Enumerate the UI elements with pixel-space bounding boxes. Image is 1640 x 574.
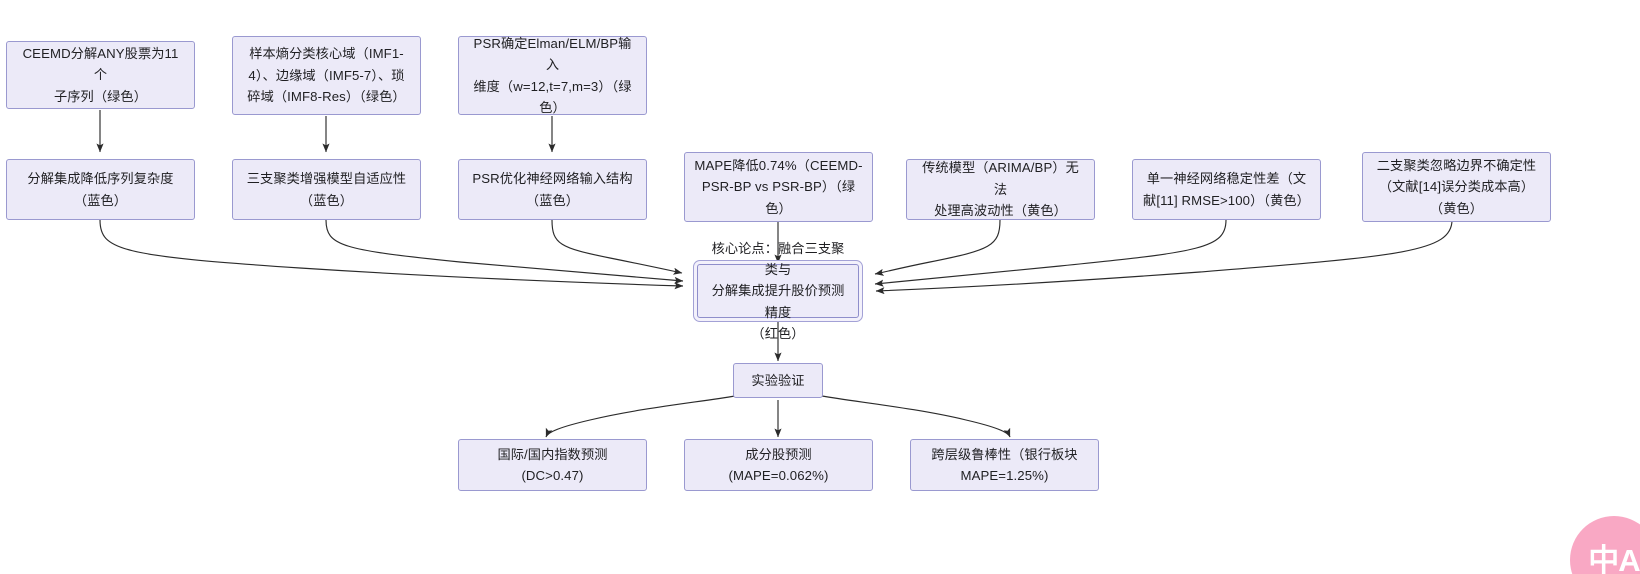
node-two-way-cluster[interactable]: 二支聚类忽略边界不确定性 （文献[14]误分类成本高） （黄色） bbox=[1362, 152, 1551, 222]
node-label: 三支聚类增强模型自适应性 （蓝色） bbox=[246, 171, 407, 208]
node-sample-entropy[interactable]: 样本熵分类核心域（IMF1- 4）、边缘域（IMF5-7）、琐 碎域（IMF8-… bbox=[232, 36, 421, 115]
node-label: 样本熵分类核心域（IMF1- 4）、边缘域（IMF5-7）、琐 碎域（IMF8-… bbox=[247, 46, 406, 105]
watermark-badge: 中A bbox=[1570, 516, 1640, 574]
node-label: 成分股预测 (MAPE=0.062%) bbox=[728, 446, 829, 483]
node-experiment[interactable]: 实验验证 bbox=[733, 363, 823, 398]
node-label: PSR优化神经网络输入结构 （蓝色） bbox=[472, 171, 633, 208]
edge-experiment-to-robust bbox=[821, 395, 1011, 438]
node-label: 二支聚类忽略边界不确定性 （文献[14]误分类成本高） （黄色） bbox=[1376, 157, 1537, 216]
edge-complexity-to-core bbox=[99, 219, 684, 290]
node-label: 分解集成降低序列复杂度 （蓝色） bbox=[27, 171, 174, 208]
edge-traditional-to-core bbox=[874, 219, 1001, 276]
node-decomp-complexity[interactable]: 分解集成降低序列复杂度 （蓝色） bbox=[6, 159, 195, 220]
edge-twoway-to-core bbox=[875, 219, 1453, 295]
watermark-label: 中A bbox=[1588, 542, 1640, 574]
node-psr-optimize[interactable]: PSR优化神经网络输入结构 （蓝色） bbox=[458, 159, 647, 220]
node-cross-level-robust[interactable]: 跨层级鲁棒性（银行板块 MAPE=1.25%) bbox=[910, 439, 1099, 491]
node-single-nn[interactable]: 单一神经网络稳定性差（文 献[11] RMSE>100）（黄色） bbox=[1132, 159, 1321, 220]
edge-experiment-to-index bbox=[545, 395, 736, 438]
node-index-forecast[interactable]: 国际/国内指数预测 (DC>0.47) bbox=[458, 439, 647, 491]
node-label: 核心论点：融合三支聚类与 分解集成提升股价预测精度 （红色） bbox=[711, 240, 845, 342]
edge-single-nn-to-core bbox=[874, 219, 1227, 287]
edge-adaptive-to-core bbox=[325, 219, 684, 284]
node-label: PSR确定Elman/ELM/BP输入 维度（w=12,t=7,m=3）（绿 色… bbox=[473, 35, 632, 115]
node-label: 实验验证 bbox=[751, 372, 805, 388]
node-ceemd-decompose[interactable]: CEEMD分解ANY股票为11个 子序列（绿色） bbox=[6, 41, 195, 109]
node-constituent-forecast[interactable]: 成分股预测 (MAPE=0.062%) bbox=[684, 439, 873, 491]
edge-optimize-to-core bbox=[551, 219, 683, 275]
node-traditional-models[interactable]: 传统模型（ARIMA/BP）无法 处理高波动性（黄色） bbox=[906, 159, 1095, 220]
node-mape-drop[interactable]: MAPE降低0.74%（CEEMD- PSR-BP vs PSR-BP）（绿 色… bbox=[684, 152, 873, 222]
node-three-way-adaptive[interactable]: 三支聚类增强模型自适应性 （蓝色） bbox=[232, 159, 421, 220]
node-label: MAPE降低0.74%（CEEMD- PSR-BP vs PSR-BP）（绿 色… bbox=[694, 157, 863, 216]
node-label: 传统模型（ARIMA/BP）无法 处理高波动性（黄色） bbox=[922, 160, 1079, 219]
node-label: 单一神经网络稳定性差（文 献[11] RMSE>100）（黄色） bbox=[1143, 171, 1310, 208]
node-label: CEEMD分解ANY股票为11个 子序列（绿色） bbox=[22, 45, 179, 104]
node-label: 跨层级鲁棒性（银行板块 MAPE=1.25%) bbox=[931, 446, 1078, 483]
node-label: 国际/国内指数预测 (DC>0.47) bbox=[497, 446, 608, 483]
node-psr-dimension[interactable]: PSR确定Elman/ELM/BP输入 维度（w=12,t=7,m=3）（绿 色… bbox=[458, 36, 647, 115]
node-core-thesis[interactable]: 核心论点：融合三支聚类与 分解集成提升股价预测精度 （红色） bbox=[697, 241, 859, 341]
